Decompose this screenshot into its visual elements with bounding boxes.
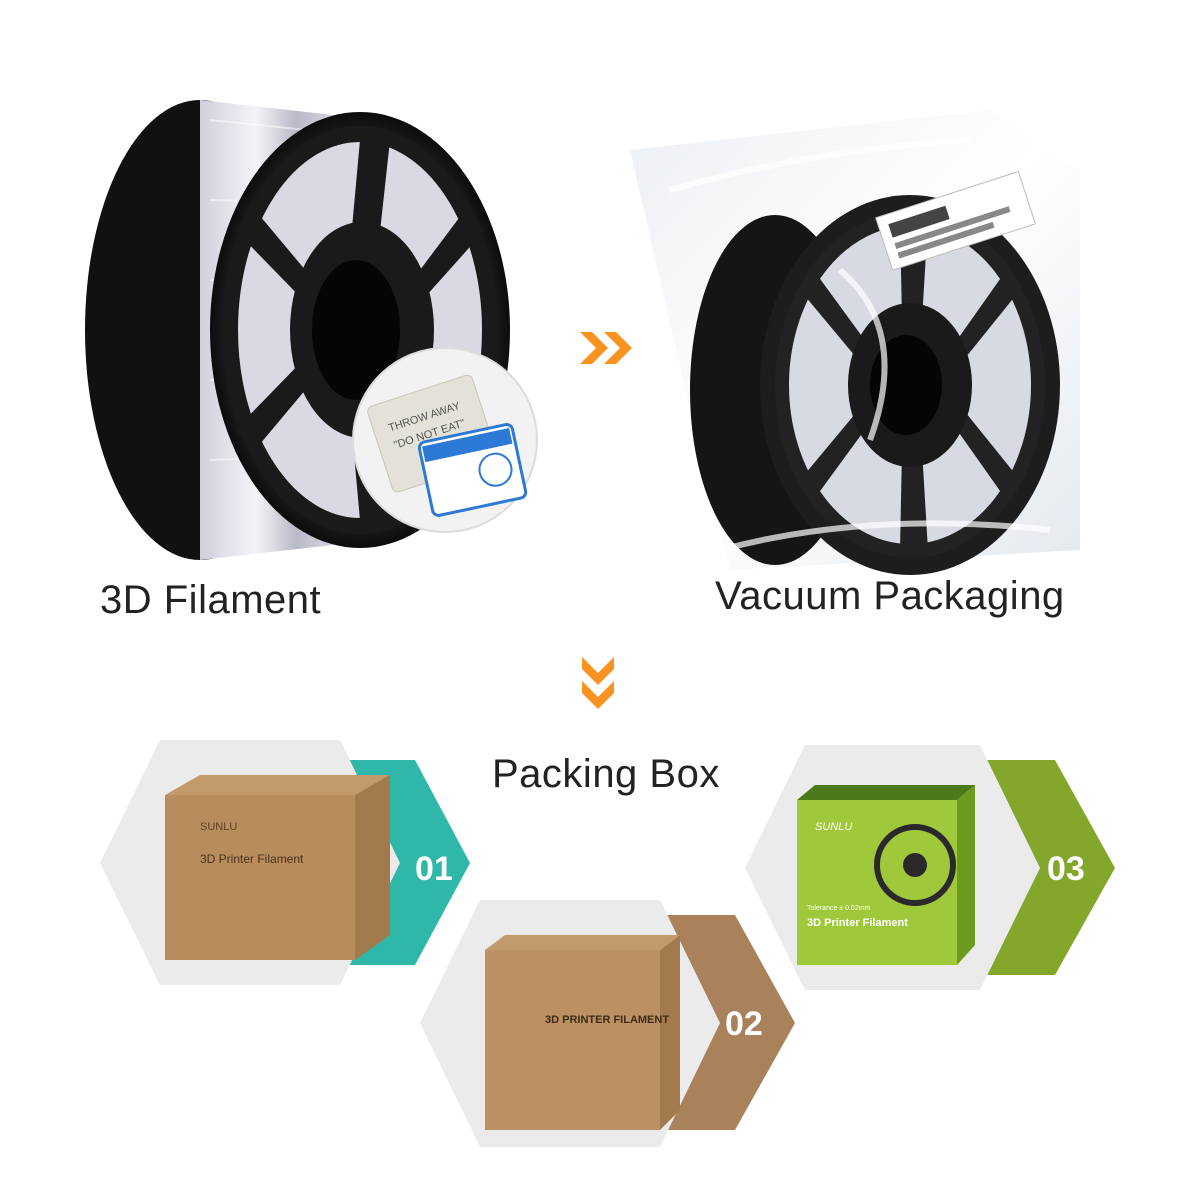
packing-step-02: 3D PRINTER FILAMENT 02	[420, 900, 795, 1147]
step-number-03: 03	[1047, 850, 1085, 888]
box-title-02: 3D PRINTER FILAMENT	[545, 1014, 669, 1026]
packing-box-caption: Packing Box	[492, 752, 720, 796]
step-number-02: 02	[725, 1005, 763, 1043]
box-title-03: 3D Printer Filament	[807, 917, 908, 929]
box-title-01: 3D Printer Filament	[200, 852, 304, 866]
box-tolerance-03: Tolerance ± 0.02mm	[807, 905, 871, 912]
packing-step-03: SUNLU Tolerance ± 0.02mm 3D Printer Fila…	[745, 745, 1115, 990]
double-chevron-right-icon	[580, 332, 632, 364]
desiccant-certificate-inset: THROW AWAY "DO NOT EAT"	[352, 347, 538, 533]
box-brand-03: SUNLU	[815, 821, 852, 833]
vacuum-packaged-spool-image	[630, 110, 1080, 575]
step-number-01: 01	[415, 850, 453, 888]
box-brand-01: SUNLU	[200, 821, 237, 833]
double-chevron-down-icon	[582, 657, 614, 709]
packing-step-01: SUNLU 3D Printer Filament 01	[100, 740, 470, 985]
filament-caption: 3D Filament	[100, 578, 322, 622]
vacuum-caption: Vacuum Packaging	[715, 574, 1065, 618]
